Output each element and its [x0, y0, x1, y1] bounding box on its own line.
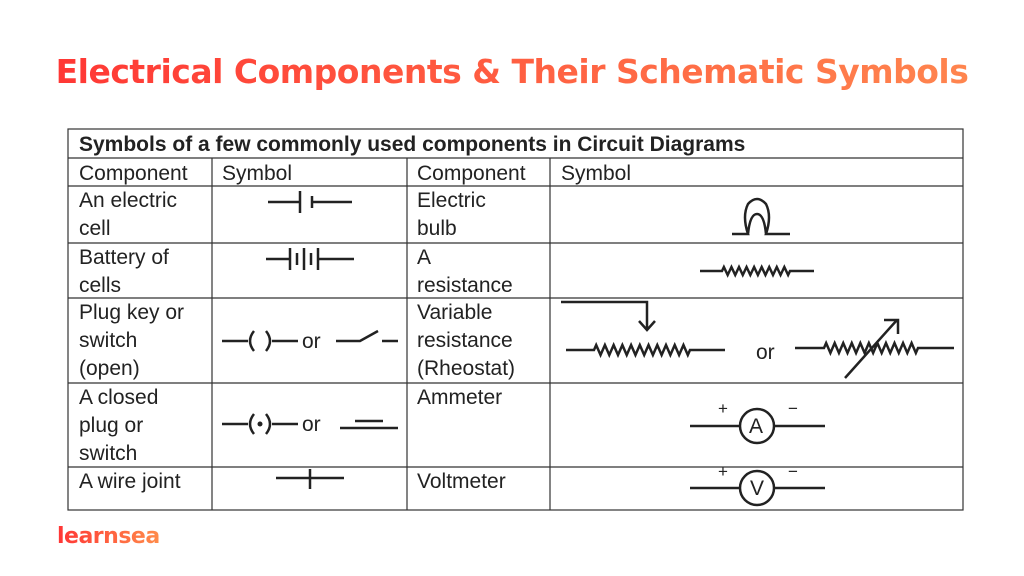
closed-plug-key-symbol [222, 413, 398, 435]
component-name: switch [79, 442, 137, 465]
component-name: A [417, 246, 431, 269]
variable-resistor-symbol [795, 318, 954, 379]
table-grid [67, 128, 964, 511]
component-name: An electric [79, 189, 177, 212]
header-component: Component [417, 162, 526, 185]
component-name: switch [79, 329, 137, 352]
plus-sign: + [718, 399, 728, 418]
bulb-symbol [732, 197, 790, 236]
component-name: A closed [79, 386, 158, 409]
component-name: Ammeter [417, 386, 502, 409]
open-plug-key-symbol [222, 329, 398, 352]
header-component: Component [79, 162, 188, 185]
component-name: (open) [79, 357, 140, 380]
component-name: bulb [417, 217, 457, 240]
component-name: plug or [79, 414, 143, 437]
component-name: cell [79, 217, 111, 240]
header-symbol: Symbol [222, 162, 292, 185]
component-name: Plug key or [79, 301, 184, 324]
wire-joint-symbol [276, 469, 344, 489]
component-name: Electric [417, 189, 486, 212]
cell-symbol [268, 191, 352, 213]
or-text: or [756, 341, 775, 364]
component-name: resistance [417, 274, 513, 297]
page-title: Electrical Components & Their Schematic … [0, 52, 1024, 91]
or-text: or [302, 413, 321, 436]
rheostat-symbol [561, 300, 725, 359]
ammeter-letter: A [749, 415, 763, 438]
resistance-symbol [700, 264, 814, 278]
component-name: Battery of [79, 246, 169, 269]
voltmeter-symbol [690, 469, 825, 507]
or-text: or [302, 330, 321, 353]
voltmeter-letter: V [750, 477, 764, 500]
component-name: Voltmeter [417, 470, 506, 493]
minus-sign: − [788, 462, 798, 481]
brand-logo: learnsea [57, 524, 160, 549]
header-symbol: Symbol [561, 162, 631, 185]
component-name: resistance [417, 329, 513, 352]
component-name: A wire joint [79, 470, 181, 493]
table-caption: Symbols of a few commonly used component… [79, 133, 745, 156]
minus-sign: − [788, 399, 798, 418]
plus-sign: + [718, 462, 728, 481]
component-name: Variable [417, 301, 493, 324]
component-name: (Rheostat) [417, 357, 515, 380]
component-name: cells [79, 274, 121, 297]
battery-symbol [266, 248, 354, 270]
ammeter-symbol [690, 407, 825, 445]
